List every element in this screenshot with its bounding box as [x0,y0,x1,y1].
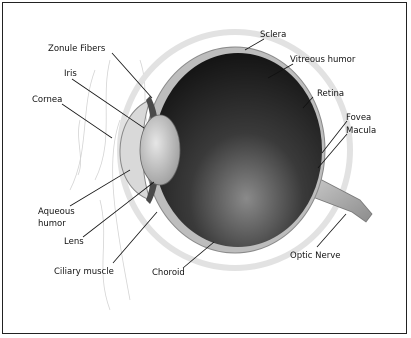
lens-shape [140,115,180,185]
label-macula: Macula [346,126,376,136]
label-fovea: Fovea [346,113,371,123]
label-sclera: Sclera [260,30,286,40]
label-choroid: Choroid [152,268,185,278]
label-aqueous-humor-line1: Aqueous [38,207,75,217]
label-zonule-fibers: Zonule Fibers [48,44,106,54]
label-lens: Lens [64,237,84,247]
label-cornea: Cornea [32,95,62,105]
label-iris: Iris [64,69,77,79]
label-retina: Retina [317,89,344,99]
label-ciliary-muscle: Ciliary muscle [54,267,114,277]
label-aqueous-humor-line2: humor [38,219,66,229]
label-optic-nerve: Optic Nerve [290,251,341,261]
label-vitreous-humor: Vitreous humor [290,55,356,65]
